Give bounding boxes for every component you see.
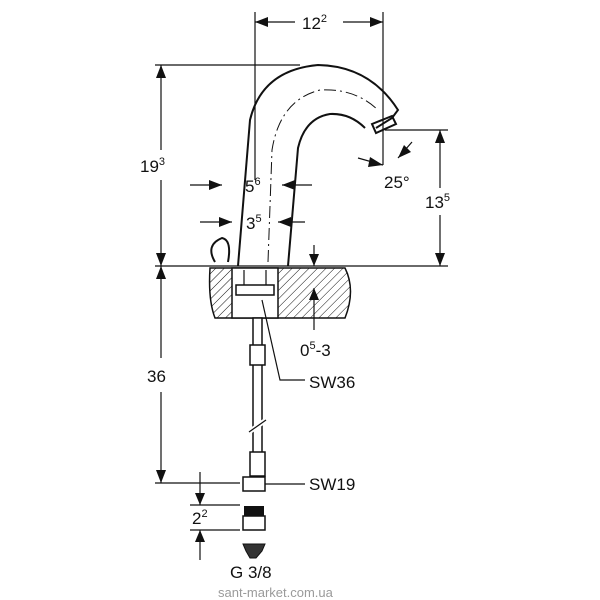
callout-thread: G 3/8 [230,563,272,582]
callout-sw36: SW36 [309,373,355,392]
dim-spout-reach: 122 [302,13,327,33]
dim-deck-thickness: 05-3 [300,340,331,360]
dim-total-height: 193 [140,156,165,176]
faucet-spout [210,63,400,267]
dim-outlet-height: 135 [425,192,450,212]
filter-cap [242,543,266,559]
adapter [242,515,266,531]
dim-hole-width: 35 [246,213,262,233]
callout-sw19: SW19 [309,475,355,494]
deck-section [208,267,352,319]
adapter-thread [244,506,264,516]
dim-outlet-angle: 25° [384,173,410,192]
nut-sw19 [242,476,266,492]
reference-lines [155,12,448,484]
watermark: sant-market.com.ua [218,585,334,600]
supply-hose [242,317,268,559]
dimension-lines [156,17,445,560]
dim-body-width: 56 [245,176,261,196]
dim-adapter-length: 22 [192,508,208,528]
dim-hose-length: 36 [147,367,166,386]
